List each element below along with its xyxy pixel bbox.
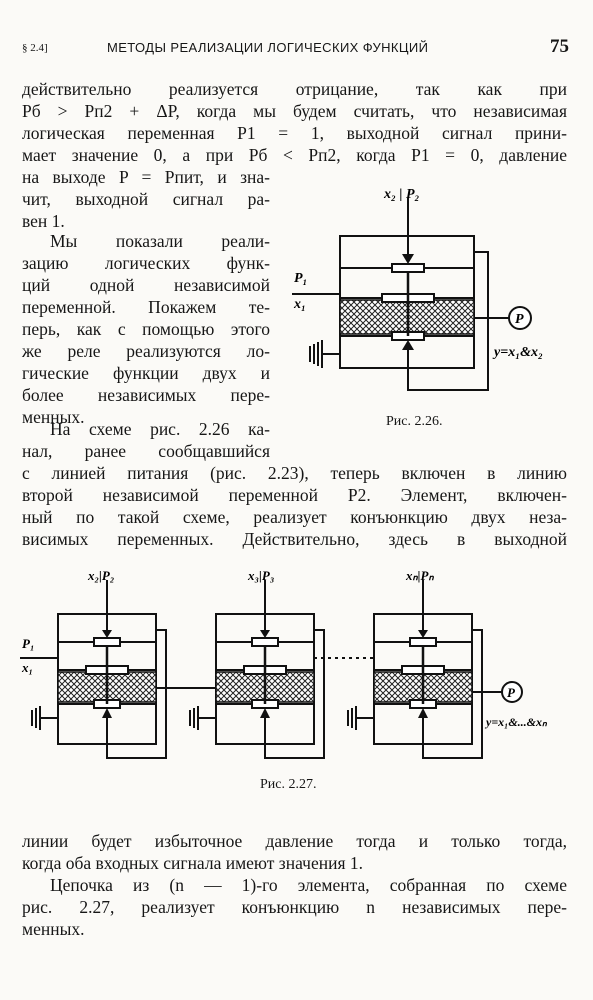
exhaust-symbol [309,340,323,368]
paragraph-2: Мы показали реали- зацию логических функ… [22,230,270,428]
paragraph-3: с линией питания (рис. 2.23), теперь вкл… [22,462,567,550]
gauge-label: P [507,685,516,700]
section-number: § 2.4] [22,42,48,54]
text-line: рис. 2.27, реализует конъюнкцию n незави… [22,897,567,917]
text-line: менных. [22,919,85,939]
text-line: вен 1. [22,211,65,231]
figure-2-27-caption: Рис. 2.27. [260,777,317,792]
input-p-label: P₁ [294,271,307,286]
relay-element-1 [31,580,167,759]
text-line: логическая переменная P1 = 1, выходной с… [22,123,567,143]
text-line: нал, ранее сообщавшийся [22,441,270,461]
element-1-input-label: x₂|P₂ [87,568,114,583]
text-line: более независимых пере- [22,385,270,405]
figure-2-26: x₂ | P₂ P₁ x₁ P y=x₁&x₂ [292,187,543,391]
text-line: перь, как с помощью этого [22,319,270,339]
text-line: с линией питания (рис. 2.23), теперь вкл… [22,463,567,483]
element-2-input-label: x₃|P₃ [247,568,274,583]
text-line: действительно реализуется отрицание, так… [22,79,567,99]
paragraph-5: Цепочка из (n — 1)-го элемента, собранна… [22,874,567,940]
text-line: на выходе P = Pпит, и зна- [22,167,270,187]
text-line: второй независимой переменной P2. Элемен… [22,485,567,505]
text-line: Pб > Pп2 + ΔP, когда мы будем считать, ч… [22,101,567,121]
relay-element-2 [189,580,325,759]
input-x-label: x₁ [21,660,33,675]
text-line: переменной. Покажем те- [22,297,270,317]
output-formula: y=x₁&...&xₙ [484,715,548,729]
paragraph-1-continued: на выходе P = Pпит, и зна- чит, выходной… [22,166,270,232]
text-line: менных. [22,407,85,427]
arrow-head [402,254,414,264]
running-header: § 2.4] МЕТОДЫ РЕАЛИЗАЦИИ ЛОГИЧЕСКИХ ФУНК… [22,36,571,58]
output-formula: y=x₁&x₂ [492,345,543,360]
text-line: линии будет избыточное давление тогда и … [22,831,567,851]
text-line: зацию логических функ- [22,253,270,273]
text-line: На схеме рис. 2.26 ка- [50,419,270,439]
page-number: 75 [550,36,569,57]
text-line: гические функции двух и [22,363,270,383]
supply-line [407,251,489,391]
element-n-input-label: xₙ|Pₙ [405,568,434,583]
nozzle-top [391,263,425,273]
text-line: чит, выходной сигнал ра- [22,189,270,209]
relay-element-n [347,580,483,759]
text-line: когда оба входных сигнала имеют значения… [22,853,363,873]
paragraph-1: действительно реализуется отрицание, так… [22,78,567,166]
paragraph-4: линии будет избыточное давление тогда и … [22,830,567,874]
text-line: ций одной независимой [22,275,270,295]
arrow-head [402,340,414,350]
input-p-label: P₁ [22,636,34,651]
text-line: мает значение 0, а при Pб < Pп2, когда P… [22,145,567,165]
text-line: ный по такой схеме, реализует конъюнкцию… [22,507,567,527]
text-line: же реле реализуются ло- [22,341,270,361]
text-line: Мы показали реали- [50,231,270,251]
pressure-gauge [508,306,532,330]
pressure-gauge [501,681,523,703]
top-input-label: x₂ | P₂ [383,187,420,202]
input-x-label: x₁ [293,297,306,312]
figure-2-26-caption: Рис. 2.26. [386,414,443,429]
text-line: Цепочка из (n — 1)-го элемента, собранна… [50,875,567,895]
paragraph-3-start: На схеме рис. 2.26 ка- нал, ранее сообща… [22,418,270,462]
chapter-title: МЕТОДЫ РЕАЛИЗАЦИИ ЛОГИЧЕСКИХ ФУНКЦИЙ [107,40,429,55]
gauge-label: P [515,312,524,327]
figure-2-27: x₂|P₂ P₁ x₁ x₃|P₃ [20,568,548,759]
text-line: висимых переменных. Действительно, здесь… [22,529,567,549]
